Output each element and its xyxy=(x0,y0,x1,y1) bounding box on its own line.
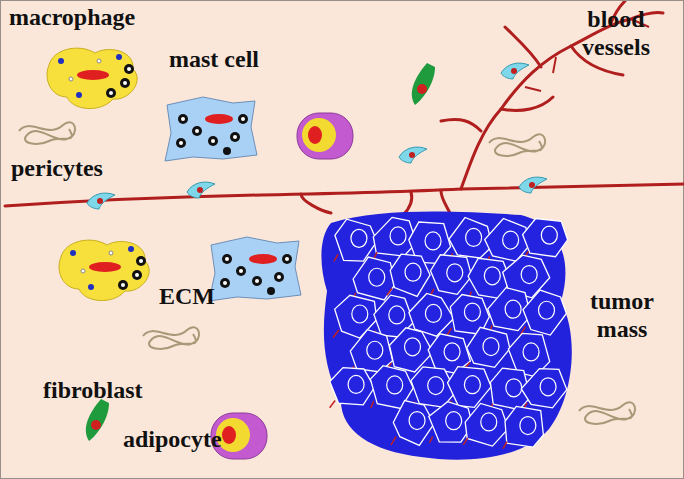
cell-label: fibroblast xyxy=(43,376,143,404)
tumor-label: tumor mass xyxy=(567,287,677,343)
cell-label: adipocyte xyxy=(123,425,222,453)
cell-label: mast cell xyxy=(169,45,259,73)
cell-label: pericytes xyxy=(11,154,103,182)
cell-label: macrophage xyxy=(9,3,135,31)
matrix-label: ECM xyxy=(159,282,215,310)
vessel-label: blood vessels xyxy=(561,5,671,61)
